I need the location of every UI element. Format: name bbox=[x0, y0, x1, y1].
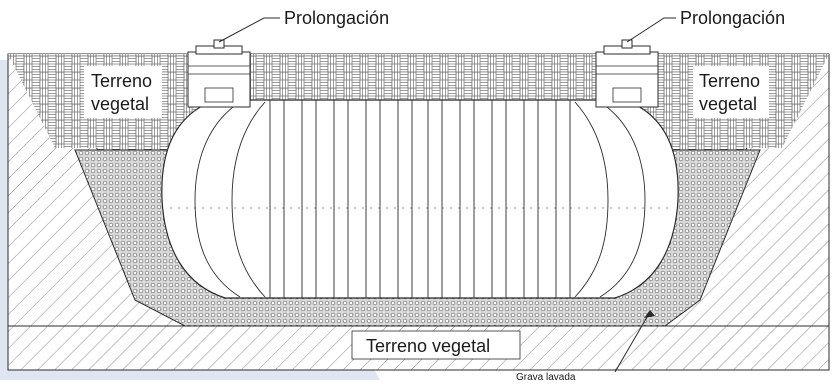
label-topsoil-bottom: Terreno vegetal bbox=[366, 336, 490, 356]
tank bbox=[161, 99, 679, 299]
riser-right bbox=[595, 39, 659, 108]
leader-lines bbox=[218, 17, 676, 373]
label-extension-left: Prolongación bbox=[284, 8, 389, 28]
label-topsoil-left-line2: vegetal bbox=[91, 94, 149, 114]
label-washed-gravel: Grava lavada bbox=[516, 372, 576, 381]
label-extension-right: Prolongación bbox=[680, 8, 785, 28]
leader-washed-gravel bbox=[614, 311, 651, 373]
tank-shell bbox=[161, 99, 679, 299]
label-topsoil-left-line1: Terreno bbox=[91, 71, 152, 91]
leader-arrowhead bbox=[644, 310, 655, 318]
leader-extension-right bbox=[626, 17, 676, 43]
label-box-topsoil-right bbox=[693, 66, 769, 118]
riser-left bbox=[187, 39, 251, 108]
label-topsoil-right-line2: vegetal bbox=[699, 94, 757, 114]
label-box-topsoil-bottom bbox=[351, 330, 521, 360]
label-topsoil-right-line1: Terreno bbox=[699, 71, 760, 91]
tank-ribs bbox=[269, 99, 571, 299]
label-box-topsoil-left bbox=[84, 66, 162, 118]
leader-extension-left bbox=[218, 17, 280, 43]
